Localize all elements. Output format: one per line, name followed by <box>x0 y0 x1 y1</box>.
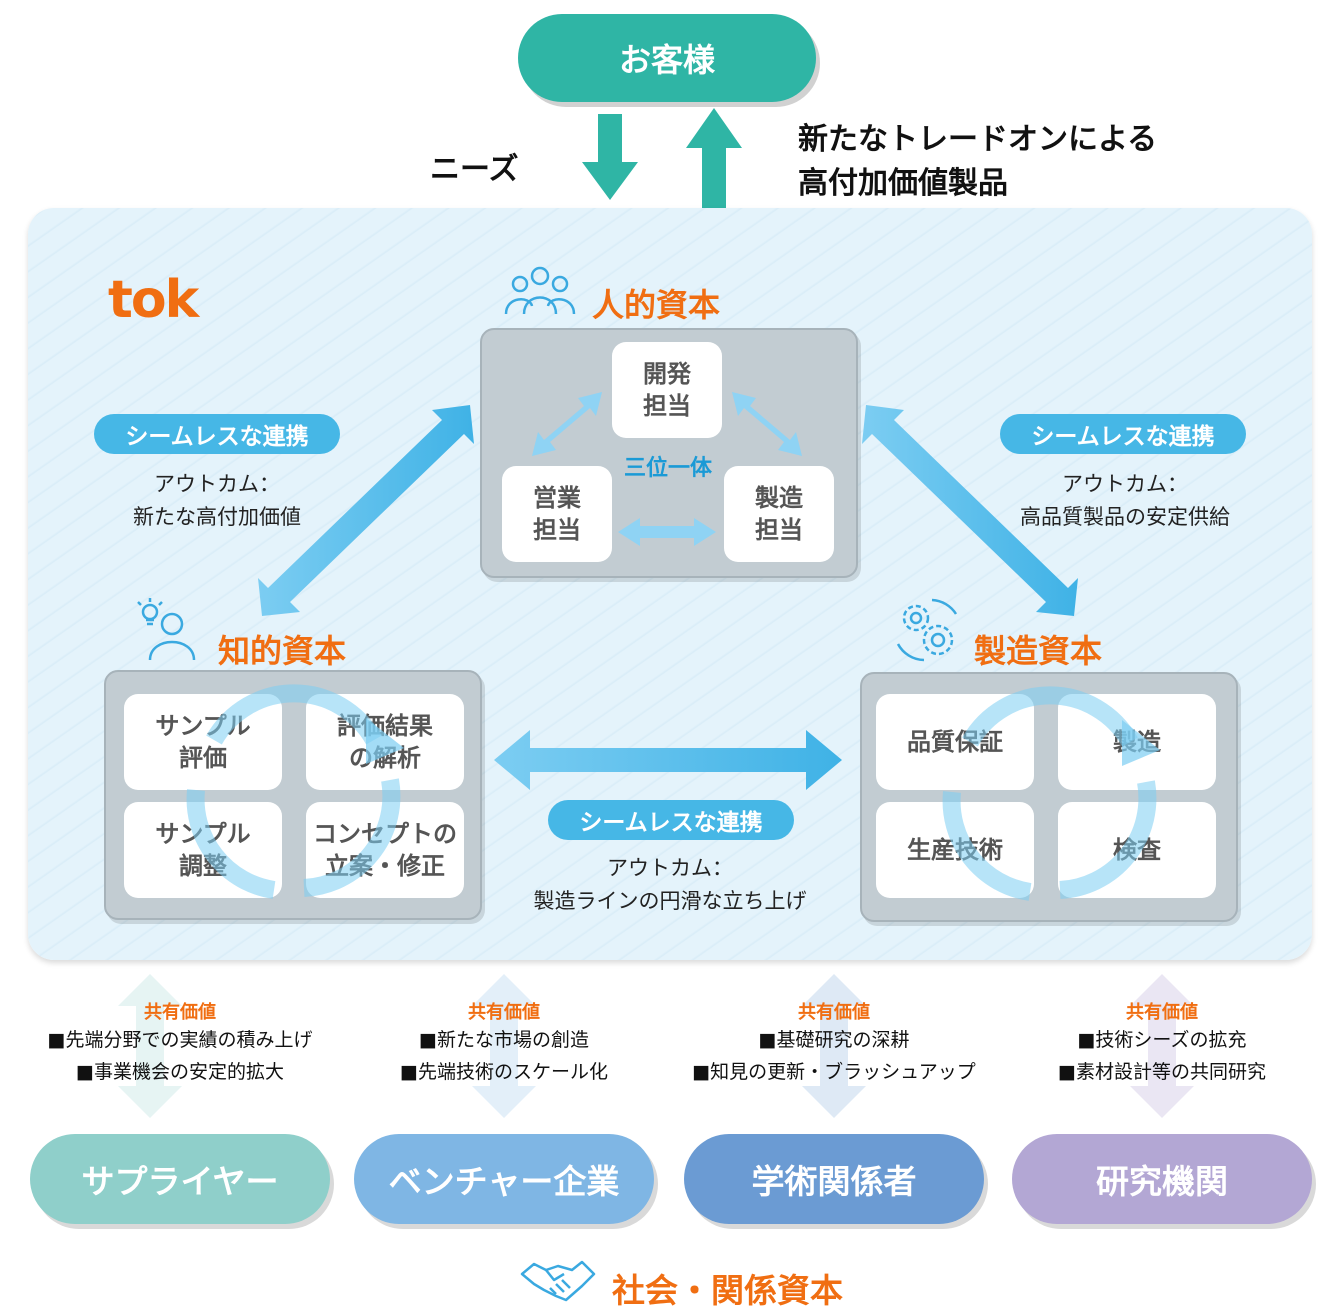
offer-line-1: 新たなトレードオンによる <box>798 122 1158 157</box>
role-sales-line2: 担当 <box>533 516 581 544</box>
collab-pill-right: シームレスな連携 <box>1000 414 1246 454</box>
manufactured-capital-title: 製造資本 <box>974 632 1103 670</box>
partner-venture: ベンチャー企業 <box>354 1134 654 1224</box>
trinity-label: 三位一体 <box>623 456 712 481</box>
partner-academic: 学術関係者 <box>684 1134 984 1224</box>
arrow-sales-development <box>532 392 602 456</box>
shared-value-title: 共有価値 <box>798 1002 870 1023</box>
manufacturing-cycle-arrow <box>942 686 1160 901</box>
shared-value-title: 共有価値 <box>144 1002 216 1023</box>
lightbulb-person-icon <box>137 598 196 661</box>
shared-value-line: ■基礎研究の深耕 <box>758 1029 910 1051</box>
arrow-development-manufacturing <box>732 392 802 456</box>
human-capital-title: 人的資本 <box>592 286 721 324</box>
shared-value-research: 共有価値 ■技術シーズの拡充 ■素材設計等の共同研究 <box>1002 998 1322 1088</box>
link-arrow-human-manufacturing <box>862 405 1078 616</box>
role-manufacturing-line2: 担当 <box>755 516 803 544</box>
offer-line-2: 高付加価値製品 <box>798 166 1008 201</box>
gears-icon <box>896 598 958 662</box>
outcome-right-value: 高品質製品の安定供給 <box>1020 505 1230 529</box>
partner-research: 研究機関 <box>1012 1134 1312 1224</box>
shared-arrow-academic <box>802 974 866 1118</box>
outcome-bottom-label: アウトカム： <box>607 856 733 880</box>
outcome-right: アウトカム： 高品質製品の安定供給 <box>996 468 1254 534</box>
outcome-left: アウトカム： 新たな高付加価値 <box>88 468 346 534</box>
shared-value-line: ■知見の更新・ブラッシュアップ <box>692 1061 976 1083</box>
cell-sample-evaluation-line2: 評価 <box>179 744 227 772</box>
role-sales: 営業担当 <box>502 466 612 562</box>
role-manufacturing: 製造担当 <box>724 466 834 562</box>
shared-value-academic: 共有価値 ■基礎研究の深耕 ■知見の更新・ブラッシュアップ <box>674 998 994 1088</box>
people-group-icon <box>504 266 576 315</box>
shared-value-line: ■素材設計等の共同研究 <box>1058 1061 1266 1083</box>
role-development-line1: 開発 <box>643 360 691 388</box>
shared-value-line: ■事業機会の安定的拡大 <box>76 1061 284 1083</box>
shared-value-arrows <box>118 974 1194 1118</box>
shared-arrow-venture <box>472 974 536 1118</box>
needs-label: ニーズ <box>430 152 519 187</box>
offer-label: 新たなトレードオンによる 高付加価値製品 <box>798 118 1157 206</box>
role-exchange-arrows <box>532 392 802 546</box>
arrow-sales-manufacturing <box>618 518 716 546</box>
shared-value-line: ■技術シーズの拡充 <box>1077 1029 1247 1051</box>
outcome-left-label: アウトカム： <box>154 472 280 496</box>
intellectual-cycle-arrow <box>186 684 404 899</box>
shared-value-title: 共有価値 <box>1126 1002 1198 1023</box>
collab-pill-bottom: シームレスな連携 <box>548 800 794 840</box>
collab-pill-left: シームレスな連携 <box>94 414 340 454</box>
intellectual-capital-title: 知的資本 <box>218 632 347 670</box>
shared-value-line: ■先端技術のスケール化 <box>400 1061 608 1083</box>
link-arrow-human-intellectual <box>258 405 474 616</box>
shared-arrow-research <box>1130 974 1194 1118</box>
partner-supplier: サプライヤー <box>30 1134 330 1224</box>
role-development-line2: 担当 <box>643 392 691 420</box>
product-arrow-up <box>686 108 742 208</box>
outcome-bottom: アウトカム： 製造ラインの円滑な立ち上げ <box>500 852 840 918</box>
shared-value-line: ■新たな市場の創造 <box>419 1029 589 1051</box>
social-capital-title: 社会・関係資本 <box>612 1271 843 1310</box>
shared-value-line: ■先端分野での実績の積み上げ <box>47 1029 313 1051</box>
customer-flow-arrows <box>582 108 742 208</box>
role-development: 開発担当 <box>612 342 722 438</box>
outcome-right-label: アウトカム： <box>1062 472 1188 496</box>
link-arrow-intellectual-manufacturing <box>494 730 842 790</box>
tok-logo: tok <box>108 270 199 330</box>
shared-arrow-supplier <box>118 974 182 1118</box>
customer-node: お客様 <box>518 14 816 102</box>
shared-value-supplier: 共有価値 ■先端分野での実績の積み上げ ■事業機会の安定的拡大 <box>20 998 340 1088</box>
role-sales-line1: 営業 <box>533 484 581 512</box>
needs-arrow-down <box>582 114 638 200</box>
role-manufacturing-line1: 製造 <box>755 484 803 512</box>
outcome-bottom-value: 製造ラインの円滑な立ち上げ <box>533 889 807 913</box>
shared-value-title: 共有価値 <box>468 1002 540 1023</box>
outcome-left-value: 新たな高付加価値 <box>133 505 301 529</box>
handshake-icon <box>520 1260 596 1302</box>
shared-value-venture: 共有価値 ■新たな市場の創造 ■先端技術のスケール化 <box>344 998 664 1088</box>
